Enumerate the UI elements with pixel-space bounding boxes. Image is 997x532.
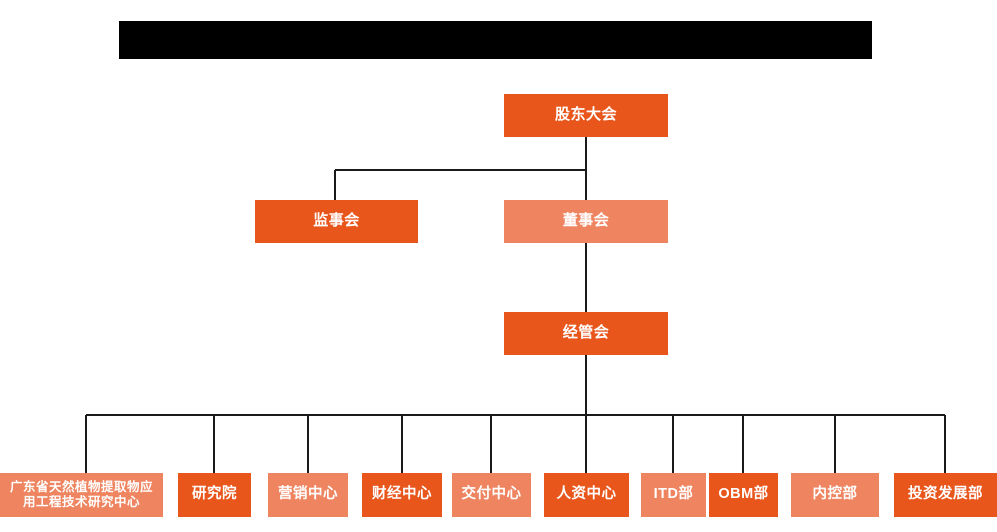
redacted-title-bar [119, 21, 872, 59]
org-node-directors[interactable]: 董事会 [504, 200, 668, 243]
org-node-internal-control-dept[interactable]: 内控部 [791, 473, 879, 517]
org-node-supervisors[interactable]: 监事会 [255, 200, 418, 243]
org-node-investment-development-dept[interactable]: 投资发展部 [894, 473, 997, 517]
org-node-delivery-center[interactable]: 交付中心 [452, 473, 531, 517]
org-node-hr-center[interactable]: 人资中心 [544, 473, 629, 517]
org-node-marketing-center[interactable]: 营销中心 [268, 473, 348, 517]
org-node-shareholders[interactable]: 股东大会 [504, 94, 668, 137]
org-node-finance-center[interactable]: 财经中心 [362, 473, 442, 517]
org-node-management-committee[interactable]: 经管会 [504, 312, 668, 355]
org-node-itd-dept[interactable]: ITD部 [641, 473, 706, 517]
org-node-obm-dept[interactable]: OBM部 [709, 473, 778, 517]
org-node-research-institute[interactable]: 研究院 [178, 473, 251, 517]
org-node-guangdong-research-center[interactable]: 广东省天然植物提取物应 用工程技术研究中心 [0, 473, 163, 517]
